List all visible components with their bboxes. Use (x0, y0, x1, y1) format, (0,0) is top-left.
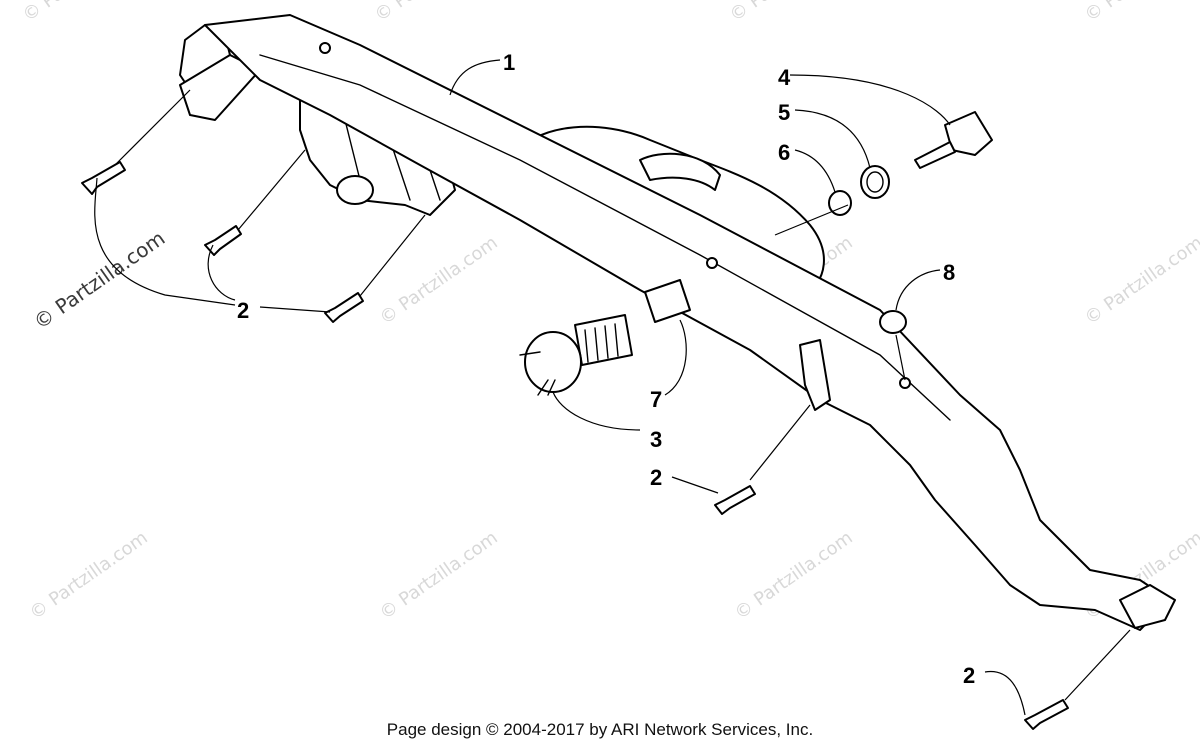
watermark: © Partzilla.com (19, 0, 145, 26)
boot-part (644, 279, 691, 323)
callout-7: 7 (650, 387, 662, 412)
ignition-switch-part (519, 314, 633, 396)
callout-labels: 1 2 2 2 3 4 5 6 7 8 (237, 50, 975, 688)
leader-lines (94, 59, 1131, 716)
watermark: © Partzilla.com (1081, 232, 1200, 329)
nut-part (828, 190, 852, 216)
watermark: © Partzilla.com (371, 0, 497, 26)
key-part (914, 111, 993, 169)
watermark: © Partzilla.com (376, 527, 502, 624)
callout-2: 2 (237, 298, 249, 323)
callout-5: 5 (778, 100, 790, 125)
page-footer: Page design © 2004-2017 by ARI Network S… (386, 720, 814, 739)
plug-part (879, 310, 907, 334)
bezel-part (860, 165, 890, 199)
callout-2: 2 (650, 465, 662, 490)
callout-8: 8 (943, 260, 955, 285)
console-panel-part (179, 14, 1176, 631)
watermark: © Partzilla.com (26, 527, 152, 624)
callout-2: 2 (963, 663, 975, 688)
callout-6: 6 (778, 140, 790, 165)
callout-3: 3 (650, 427, 662, 452)
callout-4: 4 (778, 65, 791, 90)
watermark: © Partzilla.com (376, 232, 502, 329)
watermark: © Partzilla.com (726, 0, 852, 26)
screw-part (81, 161, 1069, 730)
callout-1: 1 (503, 50, 515, 75)
watermark: © Partzilla.com (731, 527, 857, 624)
watermark: © Partzilla.com (1081, 0, 1200, 26)
